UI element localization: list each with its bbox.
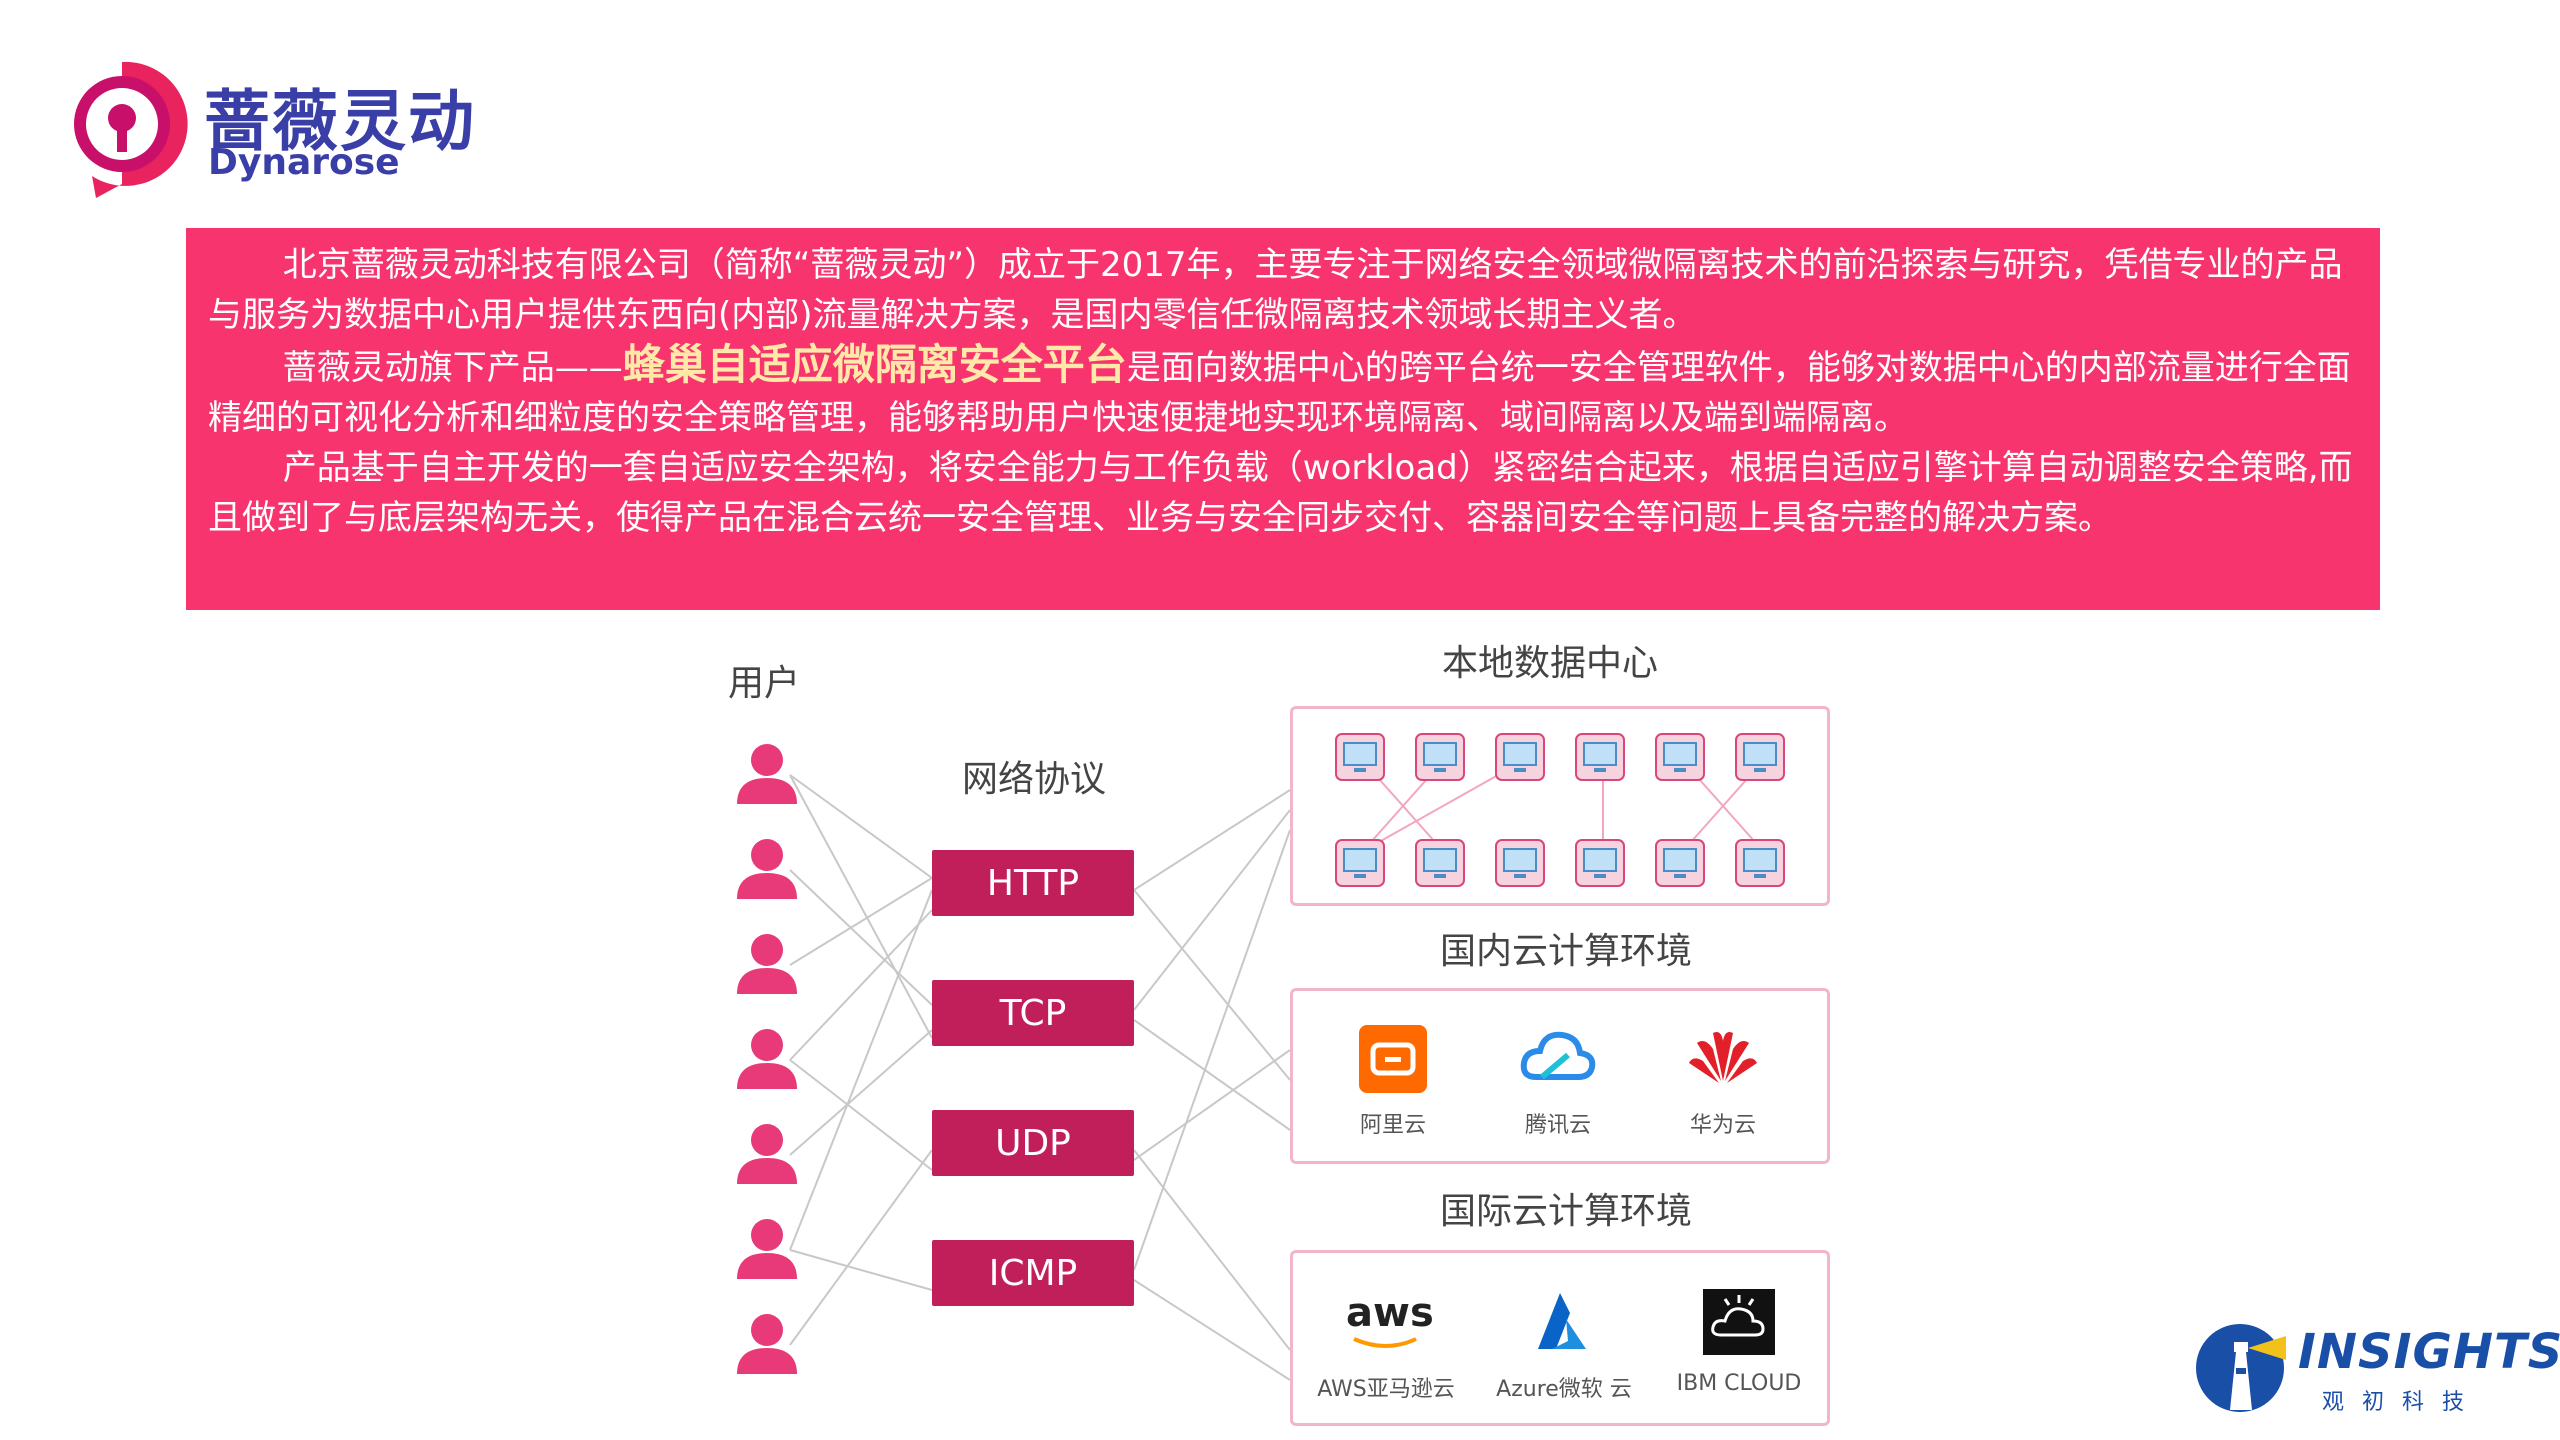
aliyun-icon	[1353, 1019, 1433, 1099]
lighthouse-icon	[2196, 1324, 2286, 1412]
server-icon	[1414, 732, 1466, 782]
server-icon	[1494, 732, 1546, 782]
azure-label: Azure微软 云	[1496, 1377, 1632, 1402]
server-icon	[1414, 838, 1466, 888]
server-icon	[1574, 838, 1626, 888]
product-name-highlight: 蜂巢自适应微隔离安全平台	[622, 340, 1127, 389]
ibm-cloud-label: IBM CLOUD	[1676, 1371, 1802, 1396]
aws-icon: aws	[1346, 1283, 1434, 1363]
intro-paragraph-3: 产品基于自主开发的一套自适应安全架构，将安全能力与工作负载（workload）紧…	[208, 448, 2353, 538]
domestic-cloud-box: 阿里云 腾讯云 华为云	[1290, 988, 1830, 1164]
intro-panel: 北京蔷薇灵动科技有限公司（简称“蔷薇灵动”）成立于2017年，主要专注于网络安全…	[186, 228, 2380, 610]
dynarose-logo-icon	[74, 61, 188, 198]
protocol-udp: UDP	[932, 1110, 1134, 1176]
server-icon	[1334, 732, 1386, 782]
server-icon	[1494, 838, 1546, 888]
protocols-label: 网络协议	[962, 759, 1107, 800]
tencent-cloud-item: 腾讯云	[1498, 1019, 1618, 1139]
tencent-cloud-icon	[1518, 1019, 1598, 1099]
aws-item: aws AWS亚马逊云	[1311, 1283, 1461, 1403]
network-diagram: 用户 网络协议 HTTP TCP UDP ICMP 本地数据中心 国内云计算环境	[700, 630, 1860, 1440]
user-icon	[732, 932, 802, 996]
aliyun-item: 阿里云	[1333, 1019, 1453, 1139]
intl-cloud-label: 国际云计算环境	[1440, 1191, 1693, 1232]
intro-paragraph-1: 北京蔷薇灵动科技有限公司（简称“蔷薇灵动”）成立于2017年，主要专注于网络安全…	[208, 245, 2343, 335]
user-icon	[732, 1027, 802, 1091]
logo-name-cn: 蔷薇灵动	[204, 83, 476, 160]
aws-logo-text: aws	[1346, 1290, 1434, 1336]
protocol-tcp: TCP	[932, 980, 1134, 1046]
server-icon	[1654, 838, 1706, 888]
azure-icon	[1524, 1283, 1604, 1363]
intro-p2-before: 蔷薇灵动旗下产品——	[282, 348, 623, 388]
protocol-icmp: ICMP	[932, 1240, 1134, 1306]
huawei-cloud-icon	[1683, 1019, 1763, 1099]
ibm-cloud-item: IBM CLOUD	[1659, 1283, 1819, 1396]
aliyun-label: 阿里云	[1359, 1113, 1426, 1138]
intl-cloud-box: aws AWS亚马逊云 Azure微软 云 IBM CLOUD	[1290, 1250, 1830, 1426]
protocol-http: HTTP	[932, 850, 1134, 916]
huawei-cloud-item: 华为云	[1663, 1019, 1783, 1139]
insightsec-brand: INSIGHTSEC	[2298, 1324, 2560, 1380]
user-icon	[732, 1217, 802, 1281]
server-icon	[1734, 732, 1786, 782]
intro-paragraph-2: 蔷薇灵动旗下产品——蜂巢自适应微隔离安全平台是面向数据中心的跨平台统一安全管理软…	[208, 340, 2358, 443]
local-dc-label: 本地数据中心	[1442, 643, 1659, 684]
server-icon	[1734, 838, 1786, 888]
users-label: 用户	[728, 663, 801, 704]
domestic-cloud-label: 国内云计算环境	[1440, 931, 1693, 972]
insightsec-logo: INSIGHTSEC 观初科技	[2190, 1318, 2560, 1418]
server-icon	[1574, 732, 1626, 782]
user-icon	[732, 742, 802, 806]
dynarose-logo: 蔷薇灵动 Dynarose	[52, 56, 492, 206]
azure-item: Azure微软 云	[1489, 1283, 1639, 1403]
intro-p2-after: 是面向数据中心的跨平台统一安全管理软件，能够对数据中心的内部流量进行全面精细的可…	[208, 348, 2351, 438]
logo-name-en: Dynarose	[208, 142, 400, 183]
server-icon	[1654, 732, 1706, 782]
server-icon	[1334, 838, 1386, 888]
ibm-cloud-icon	[1699, 1283, 1779, 1363]
huawei-cloud-label: 华为云	[1689, 1113, 1756, 1138]
connector-lines	[789, 774, 1291, 1381]
user-icon	[732, 837, 802, 901]
insightsec-sub: 观初科技	[2322, 1390, 2483, 1415]
tencent-cloud-label: 腾讯云	[1524, 1113, 1591, 1138]
aws-label: AWS亚马逊云	[1317, 1377, 1455, 1402]
user-icon	[732, 1312, 802, 1376]
user-icon	[732, 1122, 802, 1186]
